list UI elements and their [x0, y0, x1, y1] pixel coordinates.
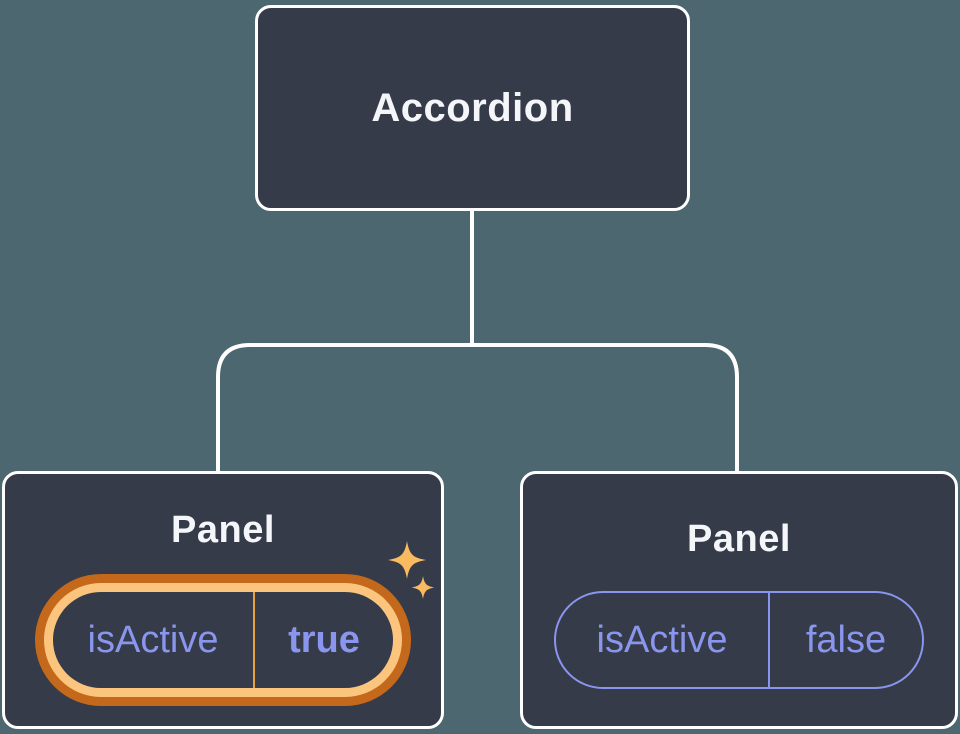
- highlight-ring-inner: isActive true: [44, 583, 402, 697]
- panel-node-label: Panel: [687, 518, 791, 560]
- prop-value-label: true: [288, 618, 360, 661]
- panel-node-inactive: Panel isActive false: [520, 471, 958, 729]
- prop-pill-active: isActive true: [53, 592, 393, 688]
- prop-name-label: isActive: [53, 592, 255, 688]
- panel-node-active: Panel isActive true: [2, 471, 444, 729]
- prop-value-label: false: [805, 618, 887, 661]
- panel-node-label: Panel: [171, 509, 275, 551]
- prop-pill-inactive: isActive false: [554, 591, 924, 689]
- prop-name-label: isActive: [556, 593, 770, 687]
- accordion-node: Accordion: [255, 5, 690, 211]
- accordion-node-label: Accordion: [371, 86, 574, 130]
- highlight-ring-outer: isActive true: [35, 574, 411, 706]
